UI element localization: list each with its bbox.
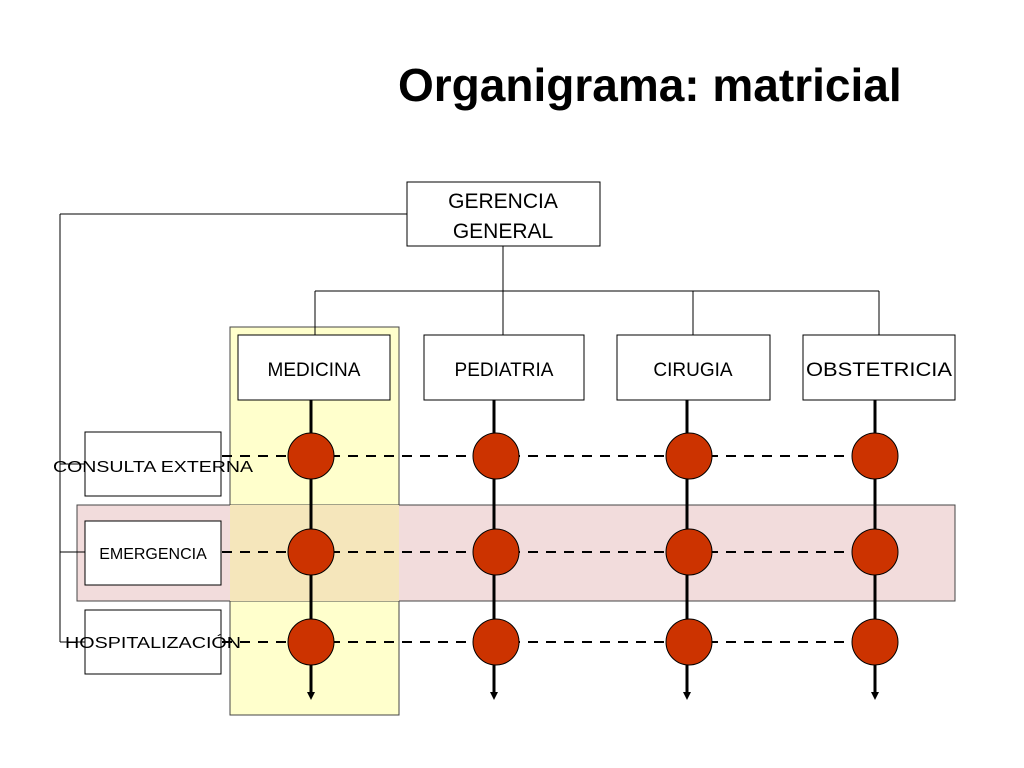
service-label: HOSPITALIZACIÓN [65, 633, 241, 652]
service-box-consulta-externa: CONSULTA EXTERNA [53, 431, 253, 497]
node-pediatria-hospitalizacion [472, 618, 520, 666]
node-medicina-emergencia [287, 528, 335, 576]
department-box-cirugia: CIRUGIA [616, 334, 771, 401]
department-label: PEDIATRIA [455, 360, 554, 381]
node-cirugia-consulta [665, 432, 713, 480]
node-obstetricia-hospitalizacion [851, 618, 899, 666]
department-box-pediatria: PEDIATRIA [423, 334, 585, 401]
service-box-emergencia: EMERGENCIA [84, 520, 222, 586]
service-box-hospitalizacion: HOSPITALIZACIÓN [65, 609, 241, 675]
service-label: CONSULTA EXTERNA [53, 459, 253, 476]
gerencia-line1: GERENCIA [448, 190, 558, 213]
slide-title: Organigrama: matricial [398, 59, 902, 111]
gerencia-line2: GENERAL [453, 220, 553, 243]
node-obstetricia-emergencia [851, 528, 899, 576]
node-obstetricia-consulta [851, 432, 899, 480]
node-medicina-consulta [287, 432, 335, 480]
department-label: OBSTETRICIA [806, 360, 952, 381]
department-label: MEDICINA [268, 360, 361, 381]
department-box-obstetricia: OBSTETRICIA [802, 334, 956, 401]
gerencia-general-box: GERENCIA GENERAL [406, 181, 601, 247]
node-medicina-hospitalizacion [287, 618, 335, 666]
service-label: EMERGENCIA [99, 546, 207, 563]
intersection-nodes [287, 432, 899, 666]
node-cirugia-emergencia [665, 528, 713, 576]
department-box-medicina: MEDICINA [237, 334, 391, 401]
department-label: CIRUGIA [653, 360, 733, 381]
node-pediatria-emergencia [472, 528, 520, 576]
node-cirugia-hospitalizacion [665, 618, 713, 666]
node-pediatria-consulta [472, 432, 520, 480]
hierarchy-connectors [59, 213, 880, 643]
